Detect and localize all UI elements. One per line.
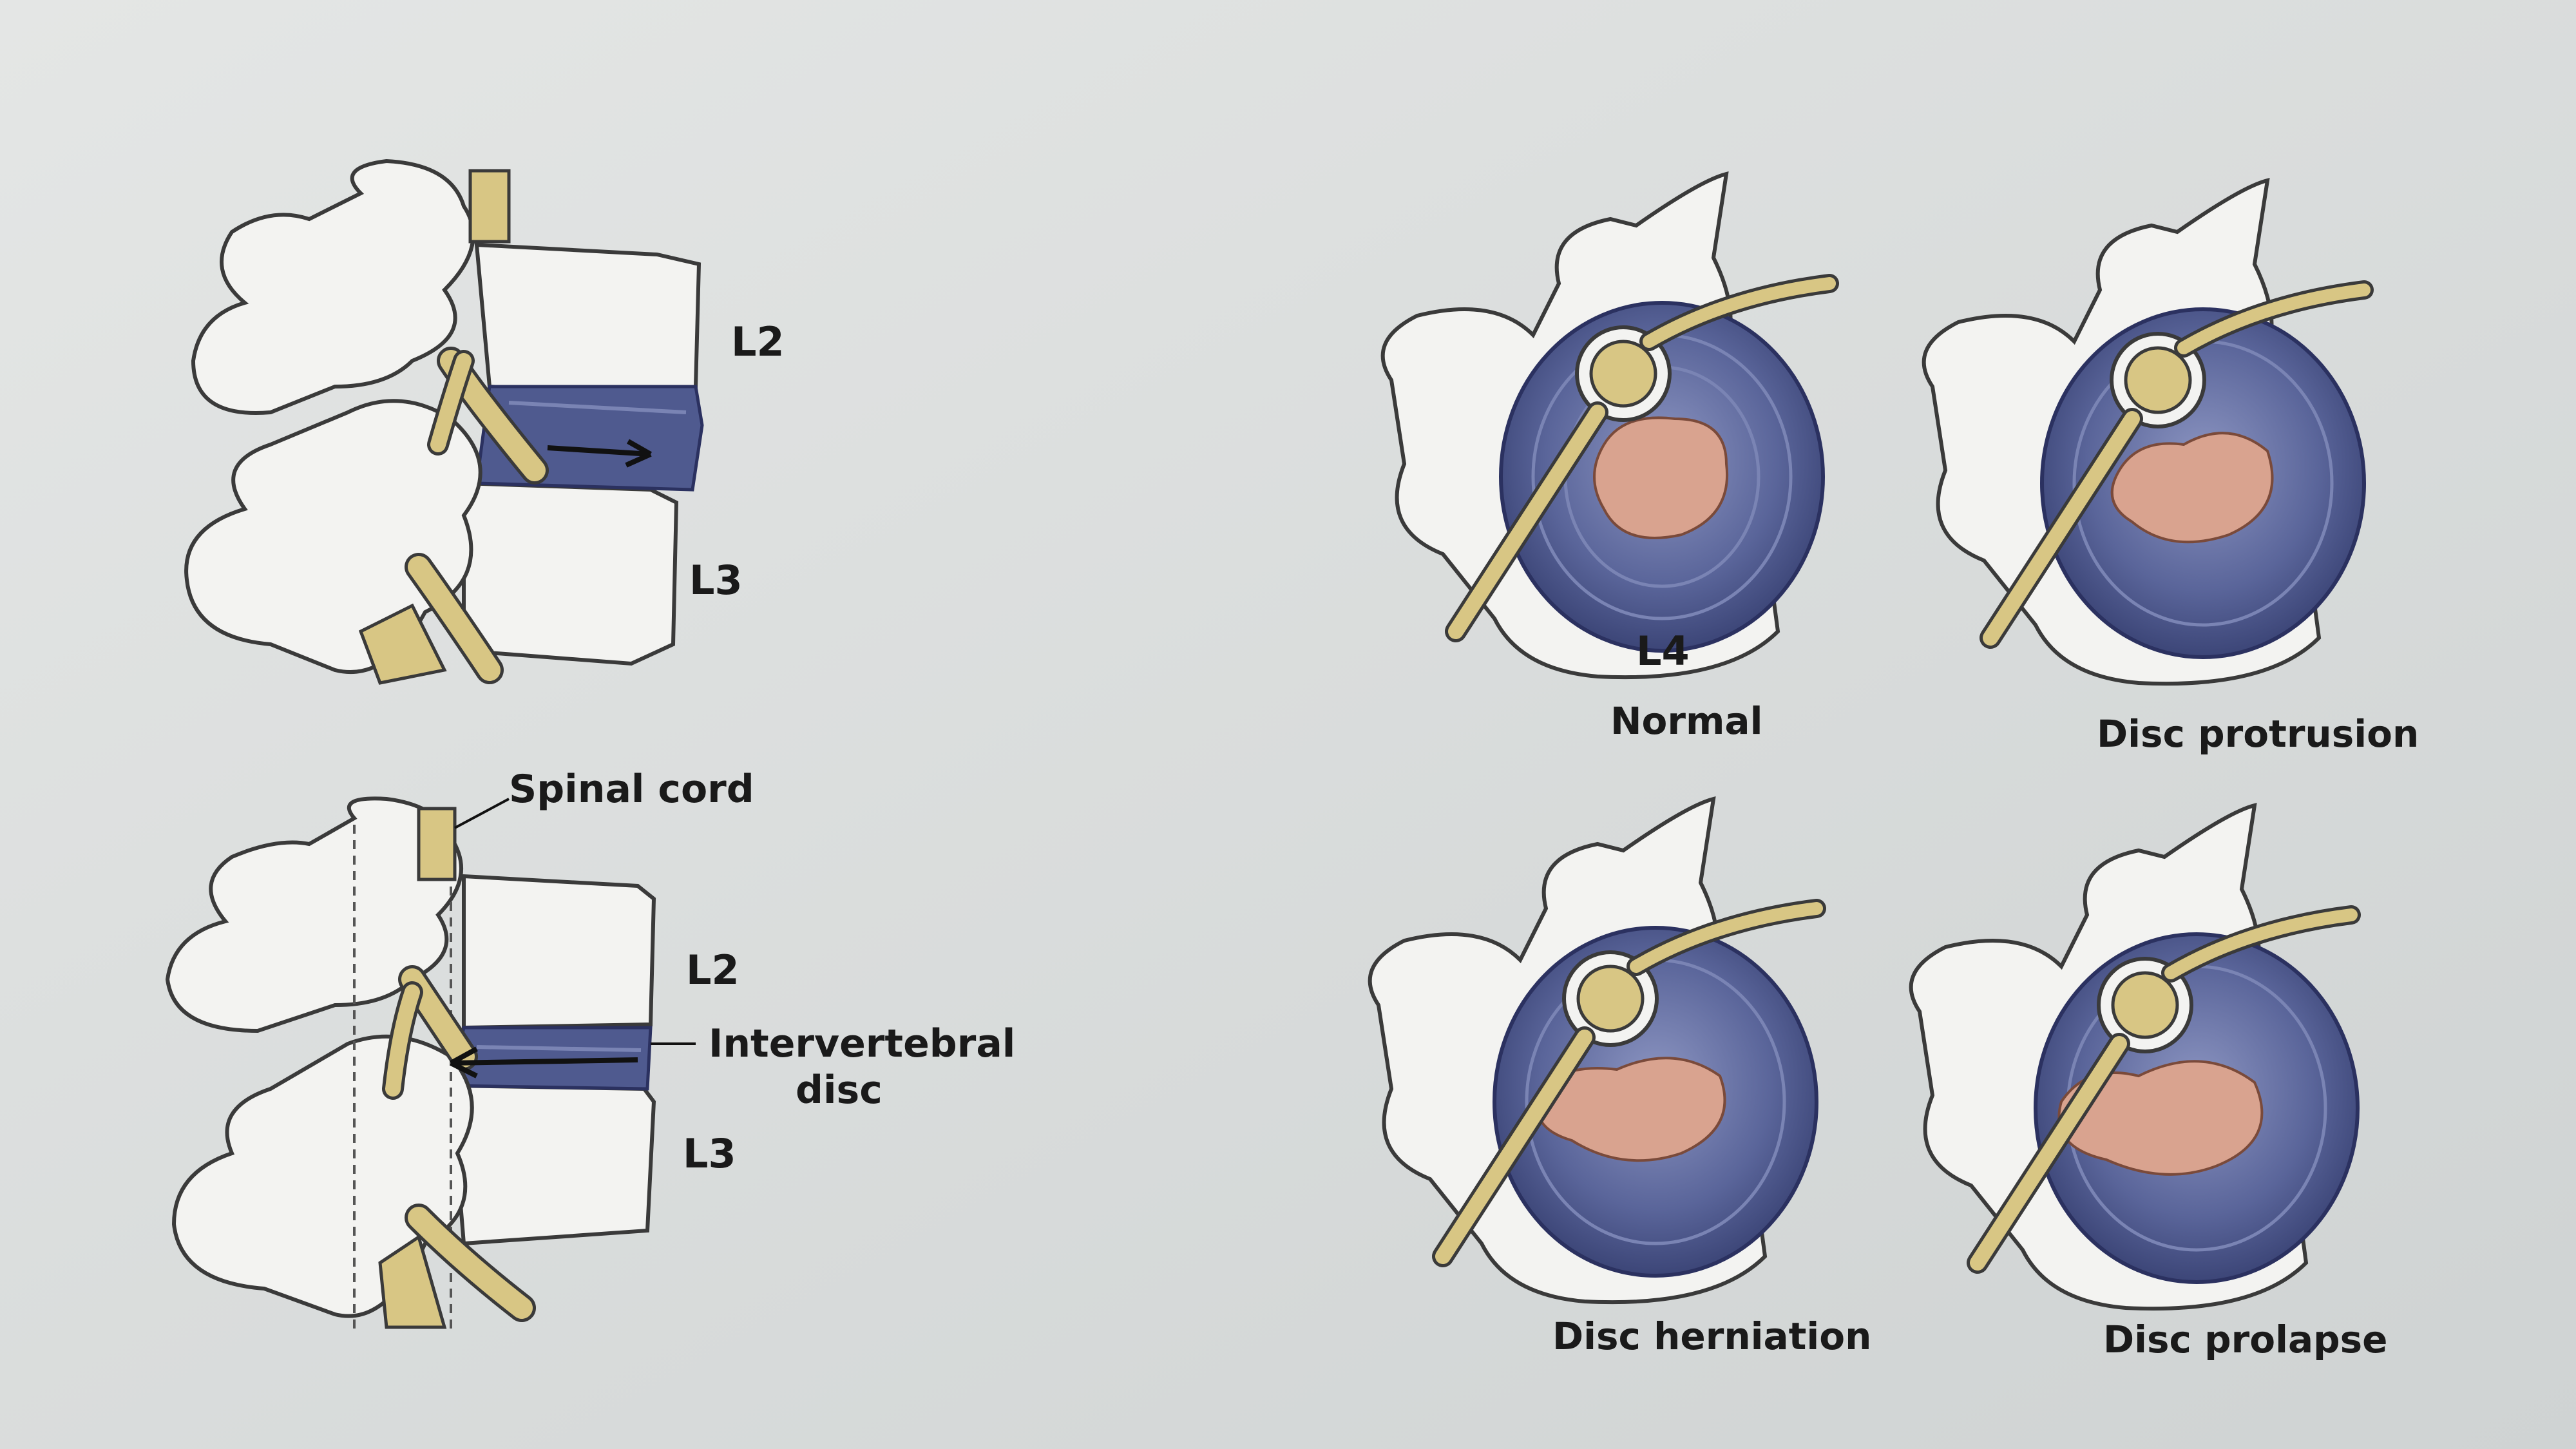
axial-prolapse [1909, 802, 2361, 1311]
axial-protrusion [1922, 177, 2374, 686]
lateral-spine-top [184, 158, 704, 685]
label-intervertebral: Intervertebral [709, 1021, 1016, 1066]
label-disc: disc [796, 1068, 883, 1113]
disc-arrow-forward [547, 445, 651, 457]
spinal-cord-leader-line [454, 798, 510, 829]
caption-disc-herniation: Disc herniation [1552, 1314, 1872, 1358]
caption-normal: Normal [1610, 699, 1763, 743]
label-l4: L4 [1636, 628, 1690, 675]
label-spinal-cord: Spinal cord [509, 767, 754, 812]
disc-arrow-backward [450, 1057, 638, 1066]
label-top-l2: L2 [731, 318, 785, 365]
axial-normal [1380, 171, 1839, 680]
label-top-l3: L3 [689, 557, 743, 604]
lateral-spine-bottom [165, 796, 696, 1334]
axial-herniation [1368, 796, 1826, 1305]
label-bottom-l3: L3 [683, 1130, 736, 1177]
caption-disc-prolapse: Disc prolapse [2103, 1318, 2388, 1361]
caption-disc-protrusion: Disc protrusion [2097, 712, 2419, 756]
label-bottom-l2: L2 [686, 946, 739, 993]
